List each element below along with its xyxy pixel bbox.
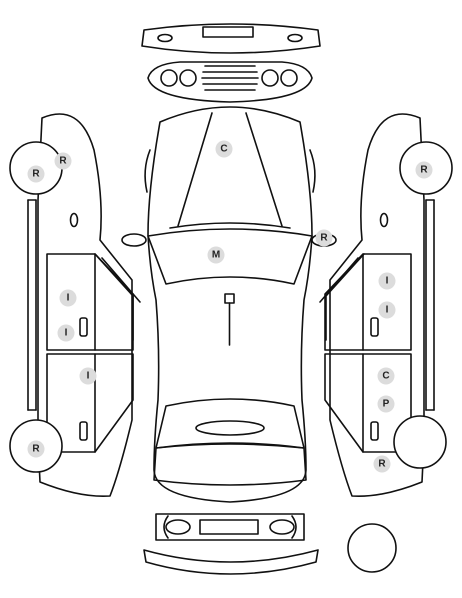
svg-text:R: R — [32, 444, 40, 455]
svg-text:R: R — [59, 156, 67, 167]
svg-text:I: I — [87, 371, 90, 382]
hood[interactable] — [147, 228, 313, 346]
svg-text:C: C — [220, 144, 227, 155]
svg-text:M: M — [212, 250, 220, 261]
right-front-door[interactable] — [324, 253, 412, 351]
left-front-door[interactable] — [46, 253, 134, 351]
svg-text:I: I — [65, 328, 68, 339]
front-grille[interactable] — [155, 513, 305, 541]
marker-right-mirror[interactable]: R — [315, 229, 333, 247]
front-bumper[interactable] — [143, 549, 319, 575]
svg-text:R: R — [420, 165, 428, 176]
marker-left-rear-wheel[interactable]: R — [27, 440, 45, 458]
marker-left-front-wheel-upper[interactable]: R — [54, 152, 72, 170]
svg-text:R: R — [378, 459, 386, 470]
marker-right-rear-door-lower[interactable]: P — [377, 395, 395, 413]
marker-left-front-wheel[interactable]: R — [27, 165, 45, 183]
svg-text:I: I — [386, 305, 389, 316]
marker-left-front-door-upper[interactable]: I — [59, 289, 77, 307]
marker-left-rear-door[interactable]: I — [79, 367, 97, 385]
svg-text:P: P — [383, 399, 390, 410]
marker-right-front-wheel[interactable]: R — [415, 161, 433, 179]
marker-roof[interactable]: C — [215, 140, 233, 158]
svg-text:I: I — [67, 293, 70, 304]
rear-panel[interactable] — [147, 61, 313, 103]
marker-right-front-door-upper[interactable]: I — [378, 272, 396, 290]
left-mirror[interactable] — [121, 233, 147, 247]
marker-left-front-door-lower[interactable]: I — [57, 324, 75, 342]
roof[interactable] — [169, 112, 291, 229]
rear-bumper[interactable] — [141, 23, 321, 54]
svg-text:C: C — [382, 371, 389, 382]
marker-hood[interactable]: M — [207, 246, 225, 264]
svg-text:R: R — [32, 169, 40, 180]
marker-right-rear-door-upper[interactable]: C — [377, 367, 395, 385]
car-body[interactable] — [144, 106, 316, 503]
svg-text:R: R — [320, 233, 328, 244]
svg-text:I: I — [386, 276, 389, 287]
marker-right-rear-wheel[interactable]: R — [373, 455, 391, 473]
marker-right-front-door-lower[interactable]: I — [378, 301, 396, 319]
front-body[interactable] — [153, 398, 307, 486]
spare-wheel[interactable] — [347, 523, 397, 573]
right-rear-wheel[interactable] — [393, 415, 447, 469]
